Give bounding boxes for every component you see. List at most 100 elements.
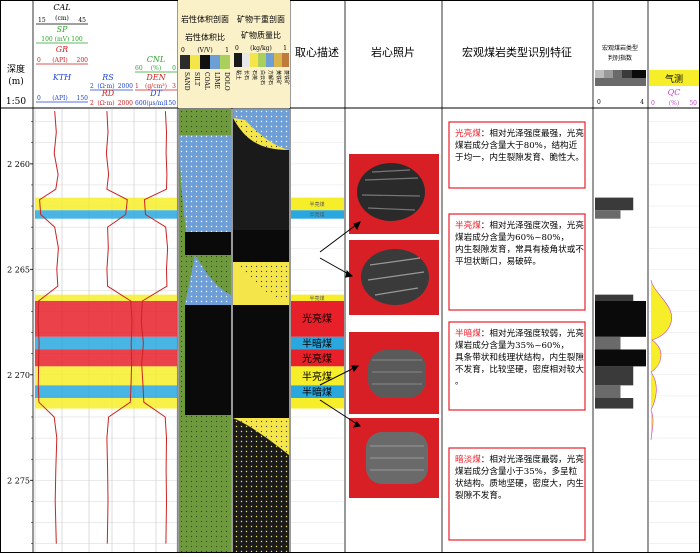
mineral-body — [233, 109, 289, 552]
rd-left: 2 — [90, 100, 94, 107]
mineral-title: 矿物干重剖面 — [237, 14, 285, 24]
core-interval-band — [291, 294, 344, 301]
curve-track-band — [35, 366, 177, 386]
index-bar — [595, 385, 621, 399]
mineral-max: 1 — [283, 45, 287, 52]
curve-track-band — [35, 385, 177, 399]
gr-right: 200 — [77, 57, 89, 64]
gr-name: GR — [56, 45, 68, 54]
curve-track-band — [35, 349, 177, 367]
feature-line: 。 — [455, 377, 464, 387]
core-interval-band — [291, 385, 344, 399]
mineral-legend-6: 菱铁矿 — [283, 70, 290, 85]
core-desc-label: 半暗煤 — [302, 337, 332, 350]
lith-legend-sand: SAND — [183, 72, 190, 91]
dt-right: 150 — [165, 100, 177, 107]
dt-name: DT — [149, 89, 162, 98]
core-interval-band — [291, 349, 344, 367]
core-interval-band — [291, 336, 344, 350]
mineral-header: 矿物干重剖面 矿物质量比 0 (kg/kg) 1 黏土 长石 石英 白云石 方解… — [232, 0, 290, 108]
mineral-min: 0 — [235, 45, 239, 52]
lith-volume-header: 岩性体积剖面 岩性体积比 0 (V/V) 1 SAND SILT COAL LI… — [178, 0, 232, 108]
curve-track-band — [35, 210, 177, 219]
index-bar — [595, 294, 634, 301]
curve-track-band — [35, 294, 177, 301]
rd-unit: (Ω·m) — [97, 100, 114, 107]
core-desc-label: 半亮煤 — [309, 201, 324, 208]
rs-unit: (Ω·m) — [97, 83, 114, 90]
feature-line: 暗淡煤：相对光泽强度最弱，光亮 — [455, 453, 584, 465]
index-bar — [595, 210, 621, 219]
core-desc-label: 半亮煤 — [309, 295, 324, 302]
depth-label: 2 260 — [7, 160, 30, 169]
cal-max: 45 — [78, 17, 86, 24]
feature-line: 平坦状断口，易破碎。 — [455, 255, 541, 267]
feature-line: 内生裂隙发育，常具有棱角状或不 — [455, 243, 584, 255]
mineral-legend-0: 黏土 — [235, 70, 242, 80]
feature-box: 半亮煤：相对光泽强度次强，光亮煤岩成分含量为60%~80%，内生裂隙发育，常具有… — [448, 213, 586, 311]
rd-curve — [105, 111, 133, 544]
feature-boxes: 光亮煤：相对光泽强度最强，光亮煤岩成分含量大于80%，结构近于均一，内生裂隙发育… — [448, 121, 586, 541]
feature-box-frame — [448, 447, 586, 541]
feature-line: 煤岩成分含量小于35%，多呈粒 — [455, 465, 578, 477]
depth-label: 2 275 — [7, 476, 30, 485]
core-interval-band — [291, 398, 344, 409]
feature-line: 半亮煤：相对光泽强度次强，光亮 — [455, 219, 584, 231]
gr-unit: (API) — [52, 57, 67, 64]
lith-max: 1 — [225, 47, 229, 54]
curve-track-band — [35, 197, 177, 211]
cnl-right: 0 — [172, 65, 176, 72]
cal-min: 15 — [38, 17, 46, 24]
kth-left: 0 — [37, 95, 41, 102]
index-bar — [595, 349, 646, 367]
core-desc-label: 半亮煤 — [302, 370, 332, 383]
gas-header: 气测 QC 0 (%) 50 — [649, 70, 699, 107]
sp-name: SP — [57, 25, 68, 34]
depth-unit: (m) — [8, 76, 24, 87]
cnl-left: 60 — [135, 65, 143, 72]
mineral-legend-2: 石英 — [251, 70, 258, 80]
core-desc-label: 光亮煤 — [302, 352, 332, 365]
den-unit: (g/cm³) — [145, 83, 167, 90]
core-interval-band — [291, 300, 344, 337]
lith-volume-body — [179, 109, 231, 552]
rs-name: RS — [101, 73, 114, 82]
feature-box: 半暗煤：相对光泽强度较弱，光亮煤岩成分含量为35%~60%，具条带状和线理状结构… — [448, 321, 586, 411]
mineral-legend-4: 方解石 — [267, 70, 274, 85]
index-bar — [595, 398, 634, 409]
depth-header: 深度 (m) 1:50 — [6, 63, 26, 107]
feature-box: 光亮煤：相对光泽强度最强，光亮煤岩成分含量大于80%，结构近于均一，内生裂隙发育… — [448, 121, 586, 189]
gr-curve — [37, 111, 59, 544]
cal-name: CAL — [53, 3, 70, 12]
gas-max: 50 — [689, 100, 697, 107]
core-desc-title: 取心描述 — [295, 45, 339, 59]
gas-min: 0 — [651, 100, 655, 107]
core-photo-title: 岩心照片 — [371, 45, 415, 59]
gas-unit: (%) — [669, 100, 679, 107]
feature-line: 不发育，比较坚硬，密度相对较大 — [455, 363, 584, 375]
den-left: 1 — [135, 83, 139, 90]
feature-box-frame — [448, 213, 586, 311]
core-interval-band — [291, 210, 344, 219]
cnl-unit: (%) — [151, 65, 161, 72]
index-bar — [595, 300, 646, 337]
cnl-name: CNL — [147, 55, 165, 64]
core-photos — [349, 154, 439, 498]
rd-right: 2000 — [118, 100, 133, 107]
mineral-legend-3: 白云石 — [259, 70, 266, 85]
feature-line: 光亮煤：相对光泽强度最强，光亮 — [455, 127, 584, 139]
den-curve — [140, 111, 169, 544]
feature-line: 煤岩成分含量为60%~80%， — [455, 231, 569, 243]
features-title: 宏观煤岩类型识别特征 — [462, 45, 572, 59]
index-bar — [595, 366, 634, 386]
sp-unit: 100 (mV) 100 — [41, 36, 83, 43]
gr-left: 0 — [37, 57, 41, 64]
feature-box-frame — [448, 321, 586, 411]
dt-unit: (μs/m) — [146, 100, 165, 107]
lith-legend-coal: COAL — [203, 72, 210, 90]
lith-legend-dolo: DOLO — [223, 72, 230, 91]
feature-line: 半暗煤：相对光泽强度较弱，光亮 — [455, 327, 584, 339]
lith-min: 0 — [181, 47, 185, 54]
